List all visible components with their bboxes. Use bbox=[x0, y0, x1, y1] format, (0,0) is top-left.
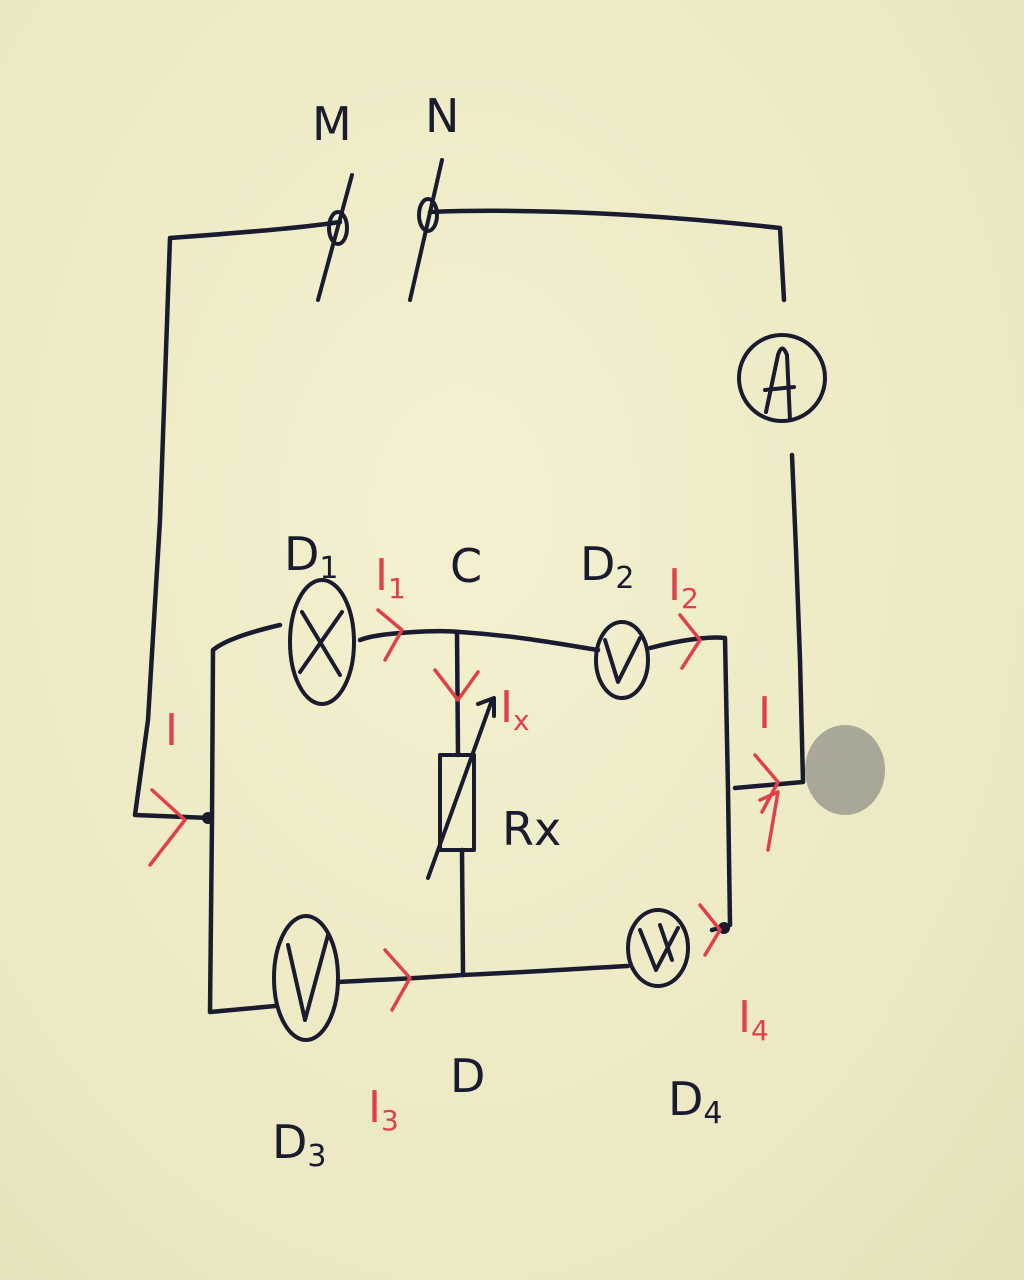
variable-resistor-rx bbox=[426, 696, 496, 880]
arrow-i-right bbox=[753, 753, 780, 852]
node-d-label: D bbox=[450, 1049, 485, 1103]
terminal-n-label: N bbox=[425, 89, 459, 143]
arrow-ix bbox=[433, 668, 480, 702]
diode-d2 bbox=[594, 620, 650, 700]
wire-top-right-branch bbox=[647, 635, 733, 933]
wire-center-vertical bbox=[454, 629, 466, 978]
current-i4-label: I4 bbox=[738, 992, 769, 1047]
arrow-i2 bbox=[678, 613, 702, 670]
junction-left bbox=[202, 812, 214, 824]
current-i2-label: I2 bbox=[668, 560, 699, 615]
ammeter bbox=[737, 333, 827, 423]
current-i3-label: I3 bbox=[368, 1082, 399, 1137]
diode-d2-label: D2 bbox=[580, 537, 635, 596]
wire-top-right bbox=[427, 208, 787, 303]
diode-d4-label: D4 bbox=[668, 1072, 723, 1131]
wire-left-outer bbox=[132, 219, 343, 821]
current-i1-label: I1 bbox=[375, 550, 406, 605]
diode-d4 bbox=[626, 908, 690, 988]
diode-d1-label: D1 bbox=[284, 527, 339, 586]
ink-smudge bbox=[805, 725, 885, 815]
terminal-n bbox=[408, 158, 444, 302]
node-c-label: C bbox=[450, 539, 482, 593]
diode-d3 bbox=[272, 914, 340, 1042]
diode-d3-label: D3 bbox=[272, 1115, 327, 1174]
current-i-right-label: I bbox=[758, 688, 771, 739]
diode-d1 bbox=[288, 578, 356, 706]
resistor-label: Rx bbox=[502, 802, 561, 856]
current-i-left-label: I bbox=[165, 705, 178, 756]
arrow-i1 bbox=[376, 608, 404, 662]
wire-bottom-middle bbox=[335, 963, 631, 985]
terminal-m bbox=[316, 173, 354, 302]
arrow-i-left bbox=[148, 788, 187, 867]
current-ix-label: Ix bbox=[500, 682, 530, 737]
wire-right-outer bbox=[732, 452, 806, 791]
arrow-i3 bbox=[383, 948, 412, 1012]
wire-top-middle bbox=[357, 629, 601, 653]
arrow-i4 bbox=[698, 903, 722, 957]
terminal-m-label: M bbox=[312, 97, 352, 151]
wire-left-vertical bbox=[207, 622, 283, 1015]
